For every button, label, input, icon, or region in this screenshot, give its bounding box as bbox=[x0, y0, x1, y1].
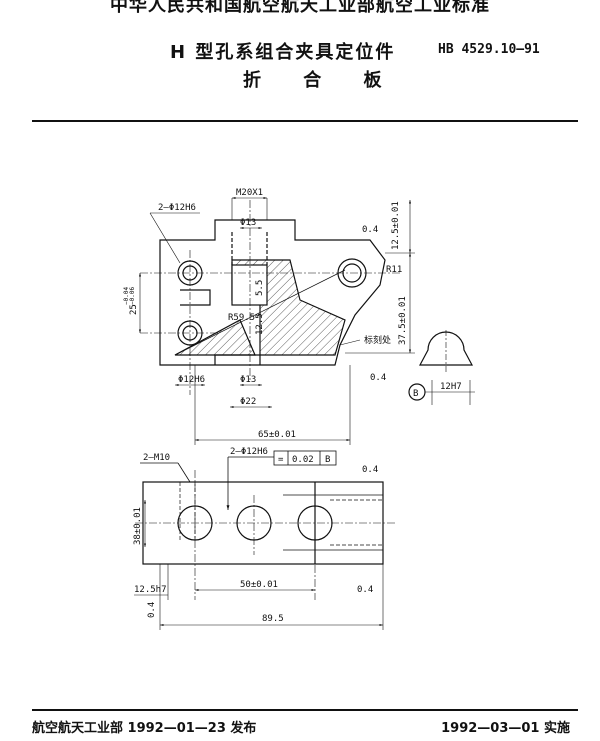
standard-code: HB 4529.10—91 bbox=[438, 42, 540, 57]
front-dia13-bottom: Φ13 bbox=[240, 375, 256, 385]
front-view-outline bbox=[159, 219, 386, 366]
front-mark-label: 标刻处 bbox=[364, 334, 391, 346]
top-hole-note: 2—Φ12H6 bbox=[230, 447, 268, 457]
front-angle-r11: R11 bbox=[386, 265, 402, 275]
document-subtitle: 折 合 板 bbox=[243, 70, 400, 91]
fcf-datum: B bbox=[325, 455, 330, 465]
top-view-dimensions bbox=[134, 500, 384, 630]
issue-date: 航空航天工业部 1992—01—23 发布 bbox=[32, 721, 257, 736]
top-rough-right: 0.4 bbox=[357, 585, 373, 595]
top-dim-38: 38±0.01 bbox=[133, 507, 143, 545]
front-view-dimensions bbox=[138, 196, 415, 445]
front-rough-top: 0.4 bbox=[362, 225, 378, 235]
top-thread-note: 2—M10 bbox=[143, 453, 170, 463]
top-dim-50: 50±0.01 bbox=[240, 580, 278, 590]
top-dim-125h7: 12.5h7 bbox=[134, 585, 167, 595]
central-bore bbox=[231, 264, 268, 306]
front-dim-375: 37.5±0.01 bbox=[398, 296, 408, 345]
header-rule bbox=[32, 120, 578, 122]
issuing-organization: 中华人民共和国航空航天工业部航空工业标准 bbox=[110, 0, 490, 16]
front-rough-bottom: 0.4 bbox=[370, 373, 386, 383]
front-dim-25-tol-low: −0.06 bbox=[129, 287, 136, 305]
front-dim-25: 25 bbox=[129, 304, 139, 315]
detail-b-label: B bbox=[413, 389, 418, 399]
feature-control-frame bbox=[140, 450, 337, 510]
effective-date: 1992—03—01 实施 bbox=[441, 721, 570, 736]
front-thread-label: M20X1 bbox=[236, 188, 263, 198]
fcf-symbol: = bbox=[278, 455, 284, 465]
document-title: H 型孔系组合夹具定位件 bbox=[170, 42, 396, 63]
top-dim-895: 89.5 bbox=[262, 614, 284, 624]
footer-rule bbox=[32, 709, 578, 711]
front-dim-55: 5.5 bbox=[255, 280, 265, 296]
front-dia12h6-bottom: Φ12H6 bbox=[178, 375, 205, 385]
top-rough-left: 0.4 bbox=[147, 602, 157, 618]
detail-b-view bbox=[408, 330, 475, 405]
front-dim-r59: R59.5° bbox=[228, 313, 261, 323]
top-view bbox=[135, 470, 395, 600]
front-hole-note: 2—Φ12H6 bbox=[158, 203, 196, 213]
detail-b-tol: 12H7 bbox=[440, 382, 462, 392]
fcf-value: 0.02 bbox=[292, 455, 314, 465]
front-dim-125: 12.5±0.01 bbox=[391, 201, 401, 250]
front-dia13-top: Φ13 bbox=[240, 218, 256, 228]
top-rough-top: 0.4 bbox=[362, 465, 378, 475]
front-dia22: Φ22 bbox=[240, 397, 256, 407]
front-view-step bbox=[180, 289, 211, 306]
front-dim-65: 65±0.01 bbox=[258, 430, 296, 440]
front-view bbox=[140, 200, 400, 395]
front-dim-25-tol-up: −0.04 bbox=[123, 287, 130, 305]
front-dim-125-small: 12.5 bbox=[255, 313, 265, 335]
